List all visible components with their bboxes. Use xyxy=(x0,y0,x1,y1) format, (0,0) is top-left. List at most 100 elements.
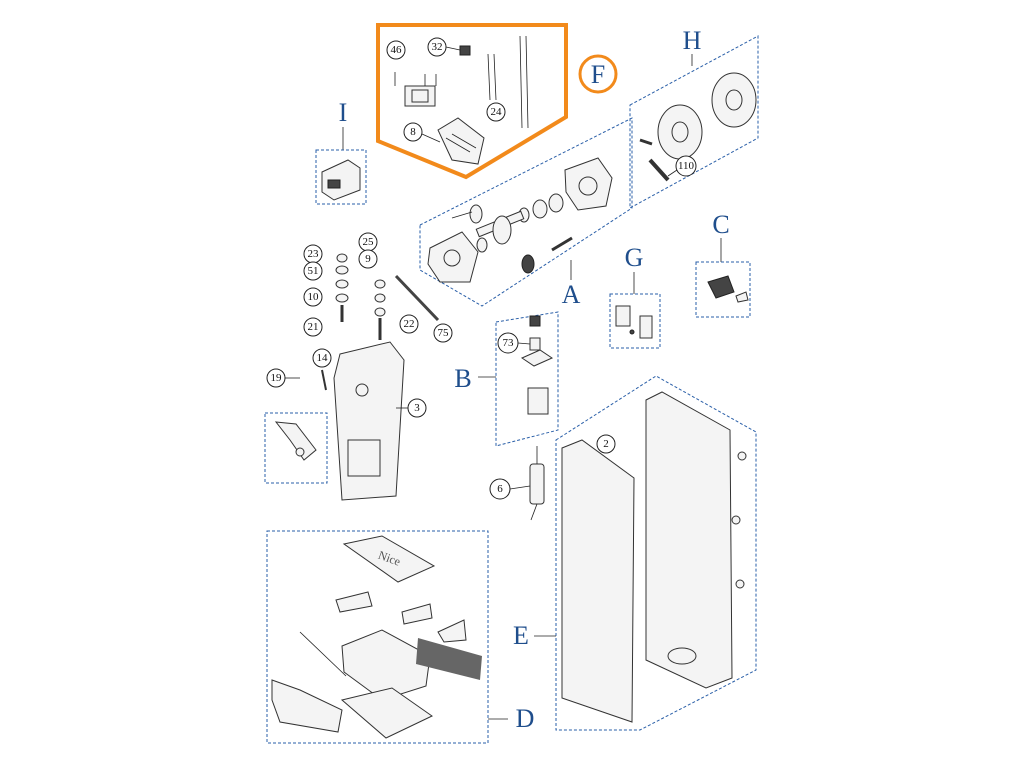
part-release-lever xyxy=(707,275,735,299)
part-base-housing xyxy=(341,629,431,701)
group-e-kit[interactable]: E 2 xyxy=(513,375,757,731)
callout-circle xyxy=(407,398,427,418)
part-washer xyxy=(335,279,349,289)
part-cabinet-body xyxy=(645,391,733,689)
part-washer xyxy=(374,279,386,289)
part-top-cover xyxy=(342,535,436,583)
part-spring-hook xyxy=(530,503,538,521)
leader-line xyxy=(517,342,531,345)
part-cover-ribs xyxy=(445,133,477,153)
part-pin xyxy=(639,138,653,146)
group-d-kit[interactable]: D Nice xyxy=(266,530,534,744)
callout-51: 51 xyxy=(308,265,319,277)
group-c-label: C xyxy=(712,210,729,239)
part-plate-cutout xyxy=(347,439,381,477)
part-cam xyxy=(551,236,573,252)
callout-22: 22 xyxy=(404,318,415,330)
part-spindle xyxy=(451,211,473,219)
group-f-highlight-frame xyxy=(376,23,568,180)
part-plate-hole xyxy=(355,383,369,397)
group-b-dashed-box xyxy=(495,311,559,447)
group-i-label: I xyxy=(339,98,348,127)
callout-75: 75 xyxy=(438,327,450,339)
callout-circle xyxy=(386,40,406,60)
part-bearing xyxy=(476,237,488,253)
part-key xyxy=(735,291,749,303)
group-g-dashed-box xyxy=(609,293,661,349)
part-rod-75 xyxy=(394,274,440,322)
group-e-dashed-box xyxy=(555,375,757,731)
part-transformer-core xyxy=(411,89,429,103)
part-pinion xyxy=(521,254,535,274)
group-b-label: B xyxy=(454,364,471,393)
group-a-dashed-box xyxy=(419,117,633,307)
part-mounting-plate-3 xyxy=(333,341,405,501)
leader-line xyxy=(509,485,531,490)
part-cable-entry xyxy=(667,647,697,665)
group-a-kit[interactable]: A xyxy=(419,117,633,309)
callout-6: 6 xyxy=(497,483,503,495)
callout-110: 110 xyxy=(678,160,695,172)
callout-circle xyxy=(303,317,323,337)
group-h-dashed-box xyxy=(629,35,759,209)
part-screws xyxy=(529,315,541,327)
callout-circle xyxy=(303,287,323,307)
callout-3: 3 xyxy=(414,402,420,414)
part-worm-gear xyxy=(469,204,483,224)
callout-32: 32 xyxy=(432,41,443,53)
callout-46: 46 xyxy=(391,44,403,56)
mounting-plate[interactable]: 3 14 19 xyxy=(266,341,427,501)
callout-23: 23 xyxy=(308,248,320,260)
spring-kit[interactable]: 6 xyxy=(489,446,545,521)
part-control-board xyxy=(321,159,361,201)
part-motor-bracket xyxy=(520,349,554,367)
callout-circle xyxy=(433,323,453,343)
part-bracket-hole xyxy=(295,447,305,457)
part-limit-switch xyxy=(615,305,631,327)
part-front-door-2 xyxy=(561,439,635,723)
part-cabinet-hole xyxy=(737,451,747,461)
callout-circle xyxy=(486,102,506,122)
part-main-gear xyxy=(492,215,512,245)
callout-10: 10 xyxy=(308,291,320,303)
callout-25: 25 xyxy=(363,236,375,248)
part-housing-hole xyxy=(578,176,598,196)
callout-8: 8 xyxy=(410,126,416,138)
part-board-connector xyxy=(327,179,341,189)
callout-14: 14 xyxy=(317,352,329,364)
group-i-kit[interactable]: I xyxy=(315,98,367,205)
part-washer xyxy=(335,265,349,275)
group-f-kit[interactable]: F 46 32 24 8 xyxy=(376,23,618,180)
leader-line xyxy=(667,169,678,177)
callout-circle xyxy=(358,249,378,269)
part-seal-strip xyxy=(335,591,373,613)
part-seal-strip xyxy=(401,603,433,625)
group-c-kit[interactable]: C xyxy=(695,210,751,318)
group-b-kit[interactable]: B 73 xyxy=(454,311,559,447)
part-ring xyxy=(532,199,548,219)
group-g-kit[interactable]: G xyxy=(609,243,661,349)
part-motor xyxy=(527,387,549,415)
part-bracket xyxy=(274,421,317,461)
callout-73: 73 xyxy=(503,337,515,349)
group-e-label: E xyxy=(513,621,529,650)
part-cabinet-hole xyxy=(731,515,741,525)
callout-circle xyxy=(399,314,419,334)
hardware-stack[interactable]: 23 25 51 9 10 21 22 75 xyxy=(303,232,453,343)
callout-2: 2 xyxy=(603,438,609,450)
part-housing-hole xyxy=(443,249,461,267)
part-pulley-hub xyxy=(671,121,689,143)
callout-24: 24 xyxy=(491,106,503,118)
group-h-kit[interactable]: H 110 xyxy=(629,26,759,209)
part-cover-8 xyxy=(437,117,485,165)
callout-circle xyxy=(675,155,697,177)
bracket-kit[interactable] xyxy=(264,412,328,484)
callout-circle xyxy=(312,348,332,368)
group-c-dashed-box xyxy=(695,261,751,318)
callout-21: 21 xyxy=(308,321,319,333)
part-cable-a xyxy=(487,53,497,101)
part-washer xyxy=(336,253,348,263)
group-i-dashed-box xyxy=(315,149,367,205)
part-encoder xyxy=(529,337,541,351)
